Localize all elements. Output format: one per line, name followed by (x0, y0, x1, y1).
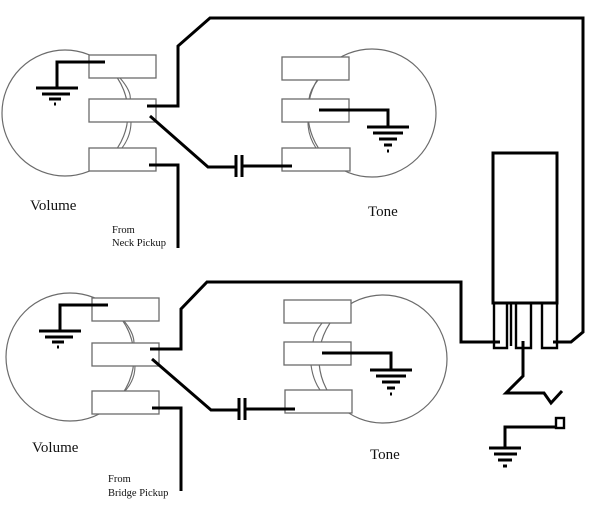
lower-volume-pot (5, 292, 160, 422)
lower-tone-lug-1 (283, 299, 352, 324)
neck-pickup-label-line2: Neck Pickup (112, 238, 166, 249)
lower-volume-lug-3 (91, 390, 160, 415)
bridge-pickup-label-line2: Bridge Pickup (108, 488, 168, 499)
upper-volume-lug-1 (88, 54, 157, 79)
lower-tone-label: Tone (370, 447, 400, 463)
jack-ground-icon (489, 446, 521, 468)
lower-tone-ground-icon (322, 351, 412, 396)
jack-tip-icon (554, 416, 566, 430)
upper-volume-ground-icon (36, 60, 105, 106)
output-jack-icon (503, 416, 566, 447)
lower-capacitor-icon (151, 357, 295, 420)
upper-tone-lug-1 (281, 56, 350, 81)
bridge-to-switch-wire (150, 280, 500, 351)
upper-tone-lug-3 (281, 147, 351, 172)
upper-tone-ground-icon (319, 108, 409, 153)
switch-tab-1 (492, 303, 509, 350)
lower-tone-lug-3 (284, 389, 353, 414)
toggle-switch-body (491, 151, 559, 305)
neck-pickup-label-line1: From (112, 225, 135, 236)
lower-volume-lug-2 (91, 342, 160, 367)
lower-volume-lug-1 (91, 297, 160, 322)
upper-tone-label: Tone (368, 204, 398, 220)
bridge-pickup-label-line1: From (108, 474, 131, 485)
upper-volume-wiper-arc-top (119, 77, 131, 101)
upper-volume-lug-3 (88, 147, 157, 172)
lower-tone-wiper-arc-bottom (310, 364, 321, 391)
neck-to-switch-wire (147, 16, 585, 344)
upper-tone-pot (281, 48, 437, 178)
lower-volume-ground-icon (39, 303, 108, 349)
upper-volume-lug-2 (88, 98, 157, 123)
lower-tone-wiper-arc-top (312, 322, 323, 343)
switch-tab-3 (540, 303, 559, 350)
upper-volume-wiper-arc-bottom (121, 121, 132, 149)
lower-volume-wiper-arc-top (123, 320, 135, 344)
upper-volume-label: Volume (30, 198, 77, 214)
switch-to-jack-wire (502, 341, 564, 406)
lower-volume-wiper-arc-bottom (124, 365, 136, 392)
upper-tone-wiper-arc-top (308, 79, 319, 100)
bridge-pickup-wire (152, 406, 183, 491)
lower-tone-pot (283, 294, 448, 424)
toggle-switch (491, 151, 559, 350)
upper-tone-wiper-arc-bottom (307, 121, 317, 149)
upper-volume-pot (1, 49, 157, 177)
neck-pickup-wire (149, 163, 180, 248)
upper-capacitor-icon (149, 114, 292, 177)
lower-volume-label: Volume (32, 440, 79, 456)
